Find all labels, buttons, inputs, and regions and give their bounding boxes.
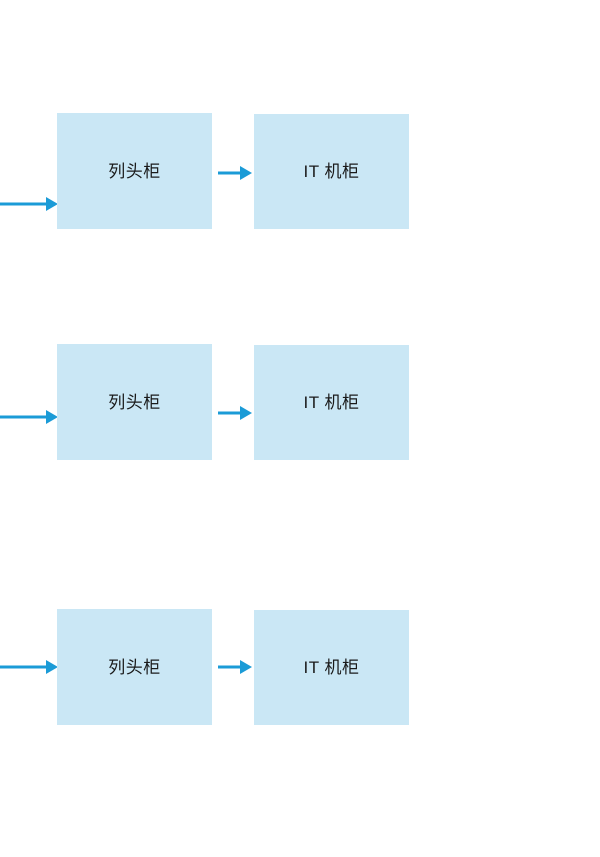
node-label: IT 机柜 bbox=[303, 162, 360, 181]
incoming-arrow-row-2 bbox=[0, 410, 58, 424]
node-label: 列头柜 bbox=[108, 392, 161, 412]
node-row1-col2[interactable]: IT 机柜 bbox=[254, 114, 409, 229]
node-row2-col2[interactable]: IT 机柜 bbox=[254, 345, 409, 460]
incoming-arrow-row-3 bbox=[0, 660, 58, 674]
connector-arrow-row-2 bbox=[218, 406, 252, 420]
node-row3-col1[interactable]: 列头柜 bbox=[57, 609, 212, 725]
connector-arrow-row-3 bbox=[218, 660, 252, 674]
node-label: 列头柜 bbox=[108, 161, 161, 181]
node-label: 列头柜 bbox=[108, 657, 161, 677]
node-row1-col1[interactable]: 列头柜 bbox=[57, 113, 212, 229]
node-row3-col2[interactable]: IT 机柜 bbox=[254, 610, 409, 725]
node-label: IT 机柜 bbox=[303, 658, 360, 677]
incoming-arrow-row-1 bbox=[0, 197, 58, 211]
node-row2-col1[interactable]: 列头柜 bbox=[57, 344, 212, 460]
node-label: IT 机柜 bbox=[303, 393, 360, 412]
connector-arrow-row-1 bbox=[218, 166, 252, 180]
